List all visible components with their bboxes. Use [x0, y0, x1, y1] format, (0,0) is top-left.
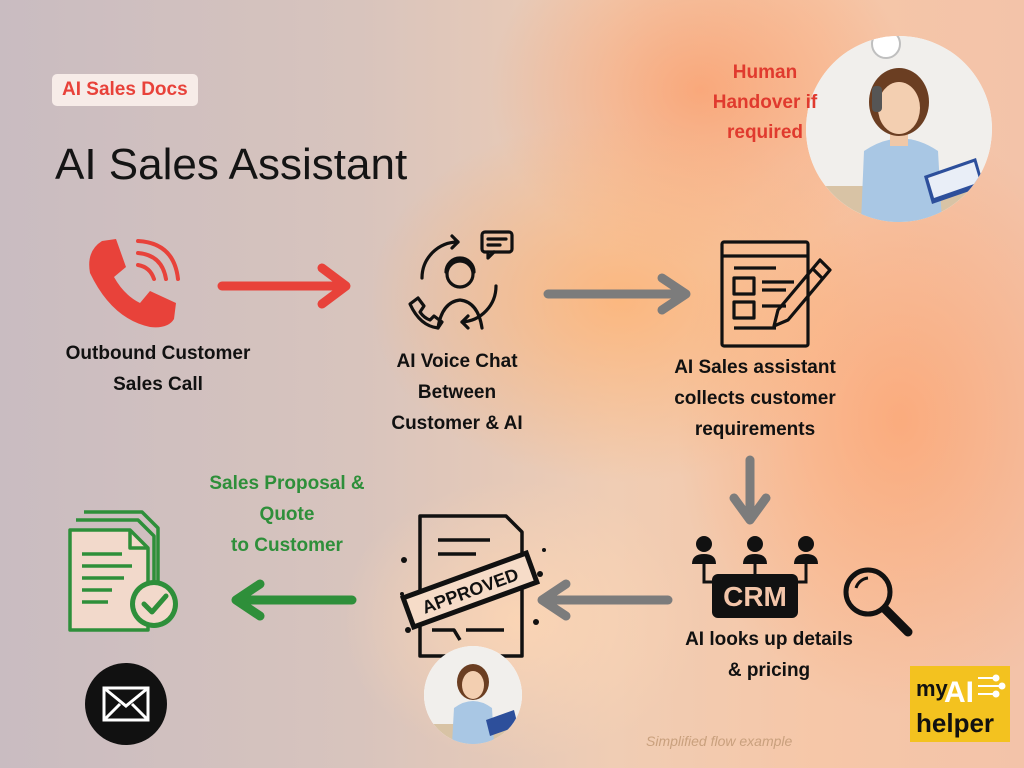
crm-network-icon: CRM — [692, 536, 818, 618]
proposal-label: Sales Proposal & Quote to Customer — [209, 473, 365, 556]
green-left-arrow-icon — [231, 579, 357, 621]
handover-label: Human Handover if required — [712, 62, 818, 143]
proposal-documents-icon — [68, 510, 178, 632]
gray-down-arrow-icon — [729, 455, 771, 525]
approved-document-icon: APPROVED — [399, 514, 546, 658]
receptionist-small-illustration — [424, 646, 522, 744]
svg-text:my: my — [916, 676, 949, 701]
outbound-call-label: Outbound Customer Sales Call — [65, 343, 251, 395]
human-agent-photo-small — [424, 646, 522, 744]
svg-text:AI: AI — [944, 676, 974, 709]
crm-label: CRM — [723, 581, 787, 612]
voice-agent-icon — [408, 230, 514, 330]
brand-badge: AI Sales Docs — [52, 74, 198, 106]
lookup-details-label: AI looks up details & pricing — [685, 629, 853, 681]
voice-chat-label: AI Voice Chat Between Customer & AI — [391, 351, 523, 434]
magnifier-icon — [843, 567, 913, 637]
footnote: Simplified flow example — [646, 733, 793, 749]
page-title: AI Sales Assistant — [55, 140, 408, 189]
svg-text:helper: helper — [916, 708, 994, 738]
myaihelper-logo: my AI helper — [910, 666, 1010, 742]
phone-icon — [89, 239, 180, 328]
email-envelope-icon — [85, 663, 167, 745]
collects-requirements-label: AI Sales assistant collects customer req… — [674, 357, 836, 440]
gray-right-arrow-icon — [543, 273, 691, 315]
red-right-arrow-icon — [217, 263, 351, 309]
requirements-form-icon — [720, 240, 832, 348]
logo-mark: my AI helper — [916, 674, 1006, 738]
gray-left-arrow-icon — [537, 579, 673, 621]
